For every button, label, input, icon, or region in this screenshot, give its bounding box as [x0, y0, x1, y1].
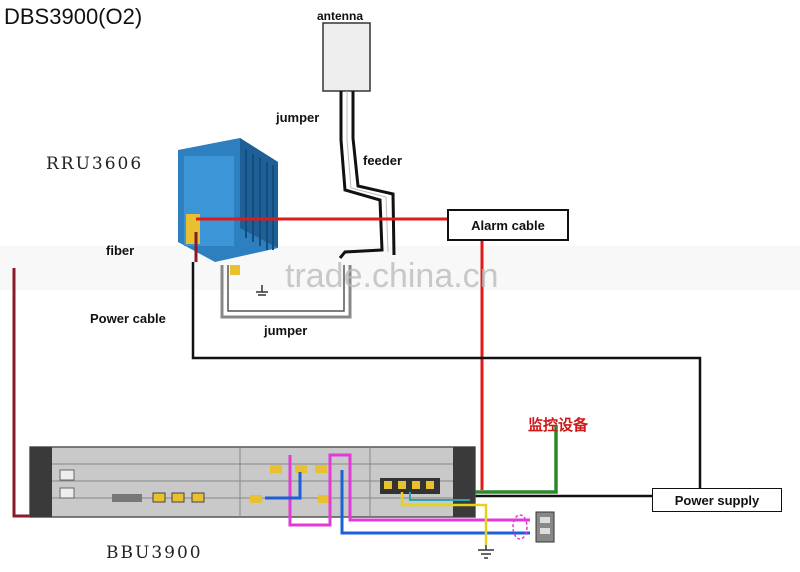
- rru-label: RRU3606: [46, 154, 144, 174]
- monitor-device-label: 监控设备: [528, 416, 589, 434]
- rru-unit: [178, 138, 278, 275]
- power-supply-box: Power supply: [652, 488, 782, 512]
- rru-ground-icon: [256, 285, 268, 296]
- antenna-shape: [322, 22, 371, 92]
- connector-marker: [512, 514, 528, 540]
- ground-icon: [478, 545, 494, 559]
- diagram-title: DBS3900(O2): [4, 4, 143, 29]
- antenna-label: antenna: [317, 9, 364, 23]
- blue-cable: [265, 470, 530, 535]
- bottom-jumper-cable: [220, 265, 352, 319]
- power-cable-line: [191, 262, 702, 490]
- power-cable-label: Power cable: [90, 311, 166, 326]
- alarm-cable-line: [196, 217, 484, 490]
- yellow-cable: [400, 492, 488, 545]
- feeder-inner: [346, 91, 389, 253]
- fiber-label: fiber: [106, 243, 135, 258]
- bbu-label: BBU3900: [106, 543, 203, 563]
- feeder-cable: [338, 91, 396, 259]
- feeder-label: feeder: [363, 153, 403, 168]
- magenta-cable: [288, 453, 530, 527]
- jumper-bottom-label: jumper: [264, 323, 308, 338]
- bbu-chassis: [29, 446, 476, 518]
- cyan-cable: [409, 492, 470, 501]
- watermark: trade.china.cn: [285, 257, 499, 295]
- jumper-top-label: jumper: [276, 110, 320, 125]
- external-connector: [535, 511, 555, 543]
- alarm-cable-box: Alarm cable: [447, 209, 569, 241]
